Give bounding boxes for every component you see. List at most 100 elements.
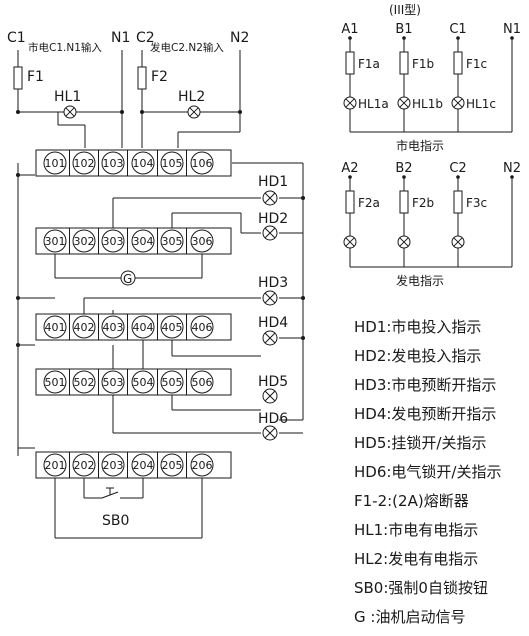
terminal-label: 501 [45, 376, 66, 389]
gen-input-label: 发电C2.N2输入 [150, 41, 224, 54]
right-fuse-label: F2a [358, 196, 380, 210]
terminal-label: 105 [162, 157, 183, 170]
fuses [13, 66, 147, 90]
right-terminal-label: B2 [395, 161, 412, 176]
right-terminal-label: B1 [395, 22, 412, 37]
right-terminal-label: C2 [449, 161, 466, 176]
terminal: 102 [72, 151, 96, 175]
legend-item: HD5:挂锁开/关指示 [354, 434, 487, 452]
lamp-hl2 [187, 105, 201, 119]
right-terminal-label: N1 [503, 22, 521, 37]
terminal-label: 401 [45, 321, 66, 334]
terminal-label: 403 [103, 321, 124, 334]
junction-dot [16, 173, 20, 177]
junction-dot [16, 110, 20, 114]
terminal-label: 104 [133, 157, 154, 170]
terminal: 306 [190, 229, 214, 253]
right-fuse-label: F1b [412, 57, 434, 71]
legend-item: SB0:强制0自锁按钮 [354, 579, 488, 597]
junction-dot [140, 110, 144, 114]
terminal-label: 106 [192, 157, 213, 170]
right-fuse [399, 51, 409, 75]
terminal-label: 506 [192, 376, 213, 389]
terminal: 403 [101, 315, 125, 339]
fuse-f2 [137, 66, 147, 90]
junction-dot [16, 343, 20, 347]
junction-dot [238, 110, 242, 114]
terminal-n2-label: N2 [230, 30, 249, 46]
lamp-hl1 [63, 105, 77, 119]
terminal: 105 [160, 151, 184, 175]
terminal-label: 305 [162, 235, 183, 248]
fuse-f2-label: F2 [151, 69, 168, 85]
terminal-label: 306 [192, 235, 213, 248]
terminal: 202 [72, 453, 96, 477]
fuse-f1 [13, 66, 23, 90]
terminal-label: 303 [103, 235, 124, 248]
terminal-label: 504 [133, 376, 154, 389]
terminal-label: 206 [192, 459, 213, 472]
lamp-hd5-label: HD5 [258, 374, 288, 390]
legend-item: HD4:发电预断开指示 [354, 405, 497, 423]
right-terminal-label: N2 [503, 161, 521, 176]
right-fuse [453, 190, 463, 214]
junction-dot [301, 196, 305, 200]
right-lamp [397, 96, 411, 110]
lamp-hl2-label: HL2 [178, 89, 205, 105]
button-sb0-contact [101, 487, 119, 499]
legend-item: HD2:发电投入指示 [354, 347, 482, 365]
lamp-hd4 [262, 330, 278, 346]
terminal: 103 [101, 151, 125, 175]
right-lamp [451, 96, 465, 110]
lamp-hd6-label: HD6 [258, 411, 288, 427]
legend-item: HD1:市电投入指示 [354, 318, 482, 336]
wires [17, 50, 304, 539]
terminal: 303 [101, 229, 125, 253]
terminal: 302 [72, 229, 96, 253]
terminal-label: 406 [192, 321, 213, 334]
terminal: 205 [160, 453, 184, 477]
legend-item: F1-2:(2A)熔断器 [354, 492, 469, 510]
right-terminal-label: A1 [341, 22, 358, 37]
mains-indicator-caption: 市电指示 [396, 138, 444, 153]
terminal: 301 [43, 229, 67, 253]
terminal-c2-label: C2 [136, 30, 155, 46]
legend-item: HD6:电气锁开/关指示 [354, 463, 502, 481]
lamp-hd1 [262, 190, 278, 206]
terminal: 404 [131, 315, 155, 339]
right-terminal-label: C1 [449, 22, 466, 37]
right-lamp-label: HL1c [466, 97, 496, 111]
legend-item: HD3:市电预断开指示 [354, 376, 497, 394]
right-fuse [345, 51, 355, 75]
terminal-label: 201 [45, 459, 66, 472]
terminal: 305 [160, 229, 184, 253]
terminal: 203 [101, 453, 125, 477]
right-lamp [343, 235, 357, 249]
terminal: 506 [190, 370, 214, 394]
junction-dots [16, 110, 305, 347]
right-lamp [343, 96, 357, 110]
fuse-f1-label: F1 [27, 69, 44, 85]
right-fuse [399, 190, 409, 214]
terminal-label: 101 [45, 157, 66, 170]
terminal-label: 304 [133, 235, 154, 248]
right-lamp [451, 235, 465, 249]
terminal-label: 402 [74, 321, 95, 334]
terminal-label: 103 [103, 157, 124, 170]
lamp-hd5 [262, 388, 278, 404]
terminal: 101 [43, 151, 67, 175]
terminal: 503 [101, 370, 125, 394]
junction-dot [301, 336, 305, 340]
type-label: (III型) [389, 3, 421, 17]
terminal-label: 102 [74, 157, 95, 170]
terminal-label: 503 [103, 376, 124, 389]
right-terminal-label: A2 [341, 161, 358, 176]
terminal: 206 [190, 453, 214, 477]
terminal-n1-label: N1 [111, 30, 130, 46]
terminal: 406 [190, 315, 214, 339]
